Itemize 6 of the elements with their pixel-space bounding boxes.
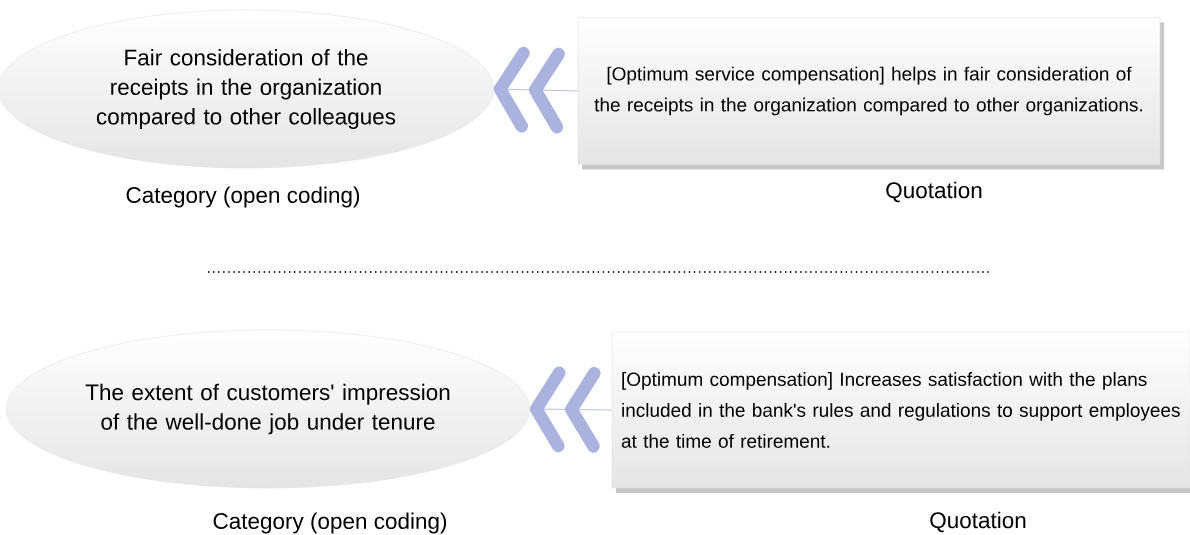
quotation-box: [Optimum compensation] Increases satisfaction with the plans included in the bank's rules and regulations to support employees at the time of retirement. <box>611 331 1190 489</box>
quotation-box: [Optimum service compensation] helps in fair consideration of the receipts in the organization compared to other organizations. <box>577 17 1161 165</box>
caption-text: Category (open coding) <box>213 512 447 534</box>
caption-text: Quotation <box>886 181 982 203</box>
caption-text: Quotation <box>930 511 1026 533</box>
caption-text: Category (open coding) <box>126 186 360 208</box>
